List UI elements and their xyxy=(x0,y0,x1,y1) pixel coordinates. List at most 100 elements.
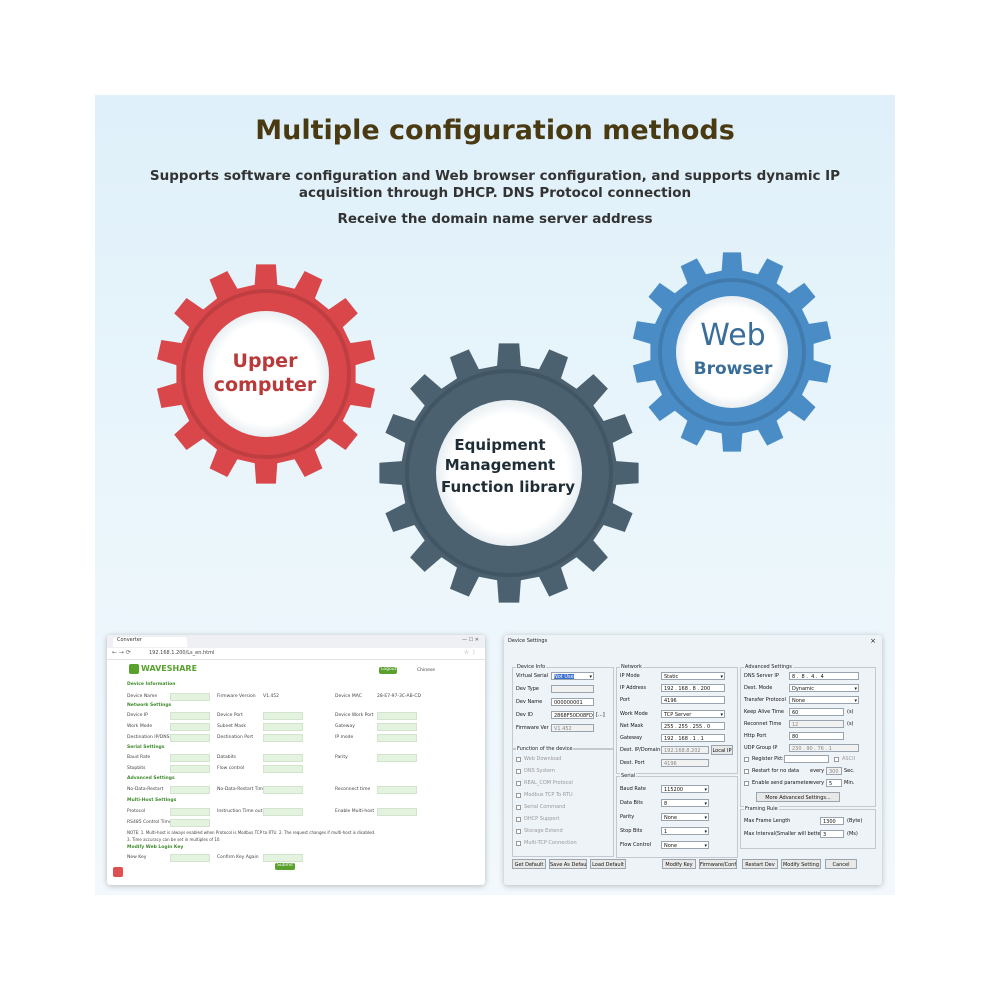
label-gateway: Gateway xyxy=(335,724,355,729)
label-device-mac: Device MAC xyxy=(335,694,362,699)
select-flow-control[interactable] xyxy=(263,765,303,773)
window-controls[interactable]: — ☐ ✕ xyxy=(462,637,479,643)
input-destination-ip[interactable] xyxy=(170,734,210,742)
input-device-name[interactable] xyxy=(170,693,210,701)
input-instruction-timeout[interactable] xyxy=(263,808,303,816)
select-work-mode[interactable] xyxy=(170,723,210,731)
cancel-button[interactable]: Cancel xyxy=(825,859,857,869)
gear-center-line2: Management xyxy=(445,456,555,474)
input-http-port[interactable]: 80 xyxy=(789,732,844,740)
input-rs485-gap[interactable] xyxy=(170,819,210,827)
label-flow-control: Flow control xyxy=(217,766,245,771)
func-checkbox-0[interactable] xyxy=(516,757,521,762)
func-checkbox-2[interactable] xyxy=(516,781,521,786)
func-checkbox-3[interactable] xyxy=(516,793,521,798)
nav-icons[interactable]: ← → ⟳ xyxy=(112,649,131,656)
input-net-mask[interactable]: 255 . 255 . 255 . 0 xyxy=(661,722,725,730)
func-checkbox-7[interactable] xyxy=(516,841,521,846)
select-data-bits[interactable]: 8 xyxy=(661,799,709,807)
input-dev-type[interactable] xyxy=(551,685,594,693)
select-transfer-protocol[interactable]: None xyxy=(789,696,859,704)
input-device-ip[interactable] xyxy=(170,712,210,720)
save-as-default-button[interactable]: Save As Default xyxy=(549,859,587,869)
select-baud-rate[interactable] xyxy=(170,754,210,762)
more-advanced-button[interactable]: More Advanced Settings... xyxy=(756,792,840,802)
input-confirm-key[interactable] xyxy=(263,854,303,862)
select-databits[interactable] xyxy=(263,754,303,762)
note-line-2: 3. Time accuracy can be set in multiples… xyxy=(127,837,221,842)
input-work-port[interactable] xyxy=(377,712,417,720)
input-send-interval[interactable]: 5 xyxy=(826,779,842,787)
input-port[interactable]: 4196 xyxy=(661,696,725,704)
select-dest-mode[interactable]: Dynamic xyxy=(789,684,859,692)
input-gateway[interactable] xyxy=(377,723,417,731)
dialog-title: Device Settings xyxy=(508,638,548,644)
input-device-port[interactable] xyxy=(263,712,303,720)
side-widget-icon[interactable] xyxy=(113,867,123,877)
input-dest-ip[interactable]: 192.168.8.202 xyxy=(661,746,709,754)
input-ip-address[interactable]: 192 . 168 . 8 . 200 xyxy=(661,684,725,692)
func-checkbox-6[interactable] xyxy=(516,829,521,834)
select-protocol[interactable] xyxy=(170,808,210,816)
select-ip-mode[interactable]: Static xyxy=(661,672,725,680)
restart-unit: Sec. xyxy=(844,768,855,774)
input-new-key[interactable] xyxy=(170,854,210,862)
label-keep-alive: Keep Alive Time xyxy=(744,709,785,715)
input-no-data-restart-time[interactable] xyxy=(263,786,303,794)
input-destination-port[interactable] xyxy=(263,734,303,742)
input-dns-server[interactable]: 8 . 8 . 4 . 4 xyxy=(789,672,859,680)
modify-key-button[interactable]: Modify Key xyxy=(662,859,696,869)
input-udp-group[interactable]: 230 . 90 . 76 . 1 xyxy=(789,744,859,752)
select-virtual-serial[interactable]: Not Use xyxy=(551,672,594,680)
select-stopbits[interactable] xyxy=(170,765,210,773)
input-restart-interval[interactable]: 300 xyxy=(826,767,842,775)
func-checkbox-4[interactable] xyxy=(516,805,521,810)
firmware-config-button[interactable]: Firmware/Config xyxy=(699,859,737,869)
input-gateway[interactable]: 192 . 168 . 1 . 1 xyxy=(661,734,725,742)
input-firmware-ver[interactable]: V1.452 xyxy=(551,724,594,732)
input-max-frame[interactable]: 1300 xyxy=(820,817,844,825)
ascii-checkbox[interactable] xyxy=(834,757,839,762)
max-frame-unit: (Byte) xyxy=(847,818,863,824)
register-pkt-checkbox[interactable] xyxy=(744,757,749,762)
language-link[interactable]: Chinese xyxy=(417,668,435,673)
select-parity[interactable] xyxy=(377,754,417,762)
url-text[interactable]: 192.168.1.200/Ls_en.html xyxy=(149,650,215,656)
dev-id-button[interactable]: [...] xyxy=(596,712,605,718)
label-enable-multi-host: Enable Multi-host xyxy=(335,809,375,814)
restart-dev-button[interactable]: Restart Dev xyxy=(742,859,778,869)
select-work-mode[interactable]: TCP Server xyxy=(661,710,725,718)
input-dev-name[interactable]: 000000001 xyxy=(551,698,594,706)
select-parity[interactable]: None xyxy=(661,813,709,821)
func-web-download: Web Download xyxy=(524,756,562,762)
select-flow-control[interactable]: None xyxy=(661,841,709,849)
logout-button[interactable]: Logout xyxy=(379,667,397,674)
select-baud-rate[interactable]: 115200 xyxy=(661,785,709,793)
toolbar-icons[interactable]: ☆ ⋮ xyxy=(463,649,477,656)
load-default-button[interactable]: Load Default xyxy=(590,859,626,869)
input-max-interval[interactable]: 3 xyxy=(820,830,844,838)
input-subnet-mask[interactable] xyxy=(263,723,303,731)
close-icon[interactable]: × xyxy=(870,637,876,645)
select-stop-bits[interactable]: 1 xyxy=(661,827,709,835)
gears-illustration: Upper computer Equipment Management Func… xyxy=(157,252,832,603)
modify-setting-button[interactable]: Modify Setting xyxy=(781,859,821,869)
input-reconnect[interactable]: 12 xyxy=(789,720,844,728)
enable-send-checkbox[interactable] xyxy=(744,781,749,786)
select-no-data-restart[interactable] xyxy=(170,786,210,794)
input-register-pkt[interactable] xyxy=(784,755,829,763)
input-keep-alive[interactable]: 60 xyxy=(789,708,844,716)
select-ip-mode[interactable] xyxy=(377,734,417,742)
input-reconnect-time[interactable] xyxy=(377,786,417,794)
restart-no-data-checkbox[interactable] xyxy=(744,769,749,774)
submit-button[interactable]: Submit xyxy=(275,863,295,870)
browser-tab[interactable]: Converter xyxy=(113,637,187,647)
func-checkbox-5[interactable] xyxy=(516,817,521,822)
local-ip-button[interactable]: Local IP xyxy=(711,745,733,755)
func-checkbox-1[interactable] xyxy=(516,769,521,774)
get-default-button[interactable]: Get Default xyxy=(512,859,546,869)
input-dest-port[interactable]: 4196 xyxy=(661,759,709,767)
label-dest-port: Dest. Port xyxy=(620,760,645,766)
select-enable-multi-host[interactable] xyxy=(377,808,417,816)
input-dev-id[interactable]: 2868F50D08FD xyxy=(551,711,594,719)
